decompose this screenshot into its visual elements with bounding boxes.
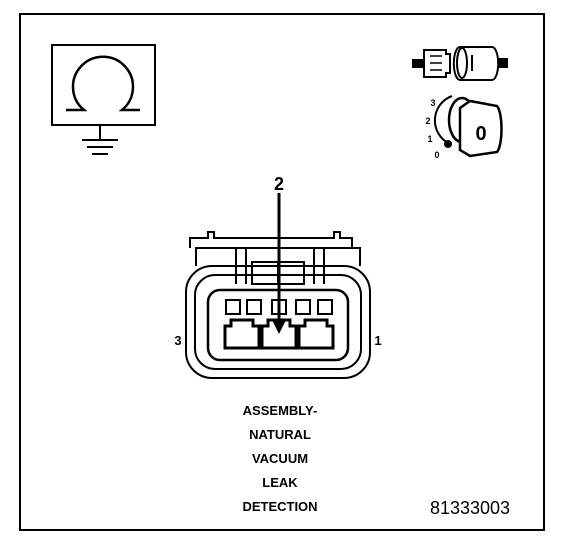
disconnected-connector-icon	[412, 46, 508, 81]
ignition-position-0: 0	[434, 150, 439, 160]
ohmmeter-ground-icon	[51, 44, 156, 155]
ignition-key-label: 0	[475, 123, 486, 145]
ignition-position-3: 3	[430, 98, 435, 108]
component-name-line: DETECTION	[242, 499, 317, 514]
pin-callout-1: 1	[374, 333, 381, 348]
component-name-line: ASSEMBLY-	[243, 403, 318, 418]
ignition-position-2: 2	[425, 116, 430, 126]
pin-callout-3: 3	[174, 333, 181, 348]
component-name-line: NATURAL	[249, 427, 311, 442]
ignition-key-off-icon: 3 2 1 0 0	[425, 95, 503, 160]
component-name: ASSEMBLY- NATURAL VACUUM LEAK DETECTION	[242, 403, 317, 514]
pin-2-pointer	[272, 193, 286, 334]
component-name-line: VACUUM	[252, 451, 308, 466]
component-name-line: LEAK	[262, 475, 298, 490]
ignition-position-1: 1	[427, 134, 432, 144]
figure-number: 81333003	[430, 498, 510, 518]
diagram-frame	[19, 13, 545, 531]
pin-callout-2: 2	[274, 174, 284, 194]
